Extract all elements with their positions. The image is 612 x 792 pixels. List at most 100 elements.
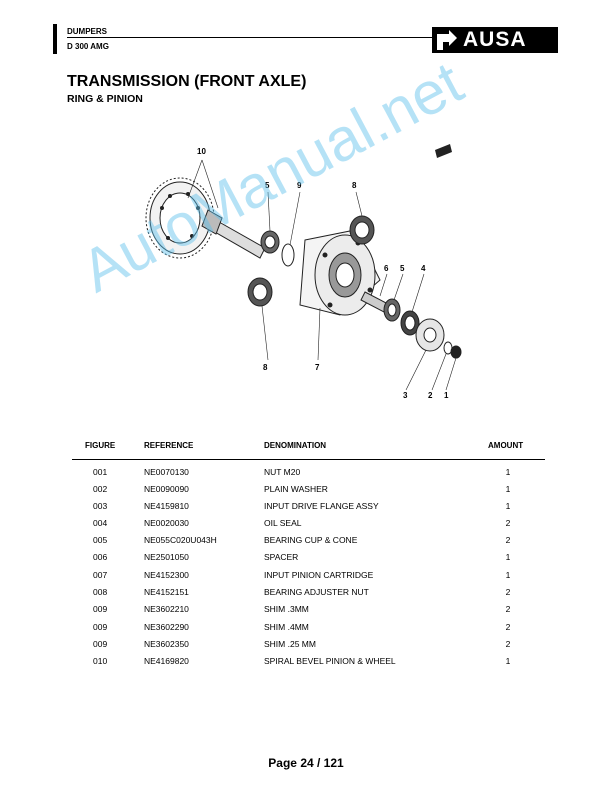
- cell-reference: NE4159810: [144, 501, 189, 511]
- cell-amount: 2: [505, 639, 511, 649]
- bearing-left-part: [260, 230, 280, 254]
- exploded-diagram: 10 5 9 8 6 5 4 8 7 3 2 1: [145, 144, 462, 400]
- shim-part: [281, 243, 295, 267]
- cell-denomination: SPIRAL BEVEL PINION & WHEEL: [264, 656, 396, 666]
- header-divider: [67, 37, 432, 38]
- header-category: DUMPERS: [67, 27, 108, 36]
- callout-label: 8: [263, 363, 268, 372]
- cell-amount: 1: [505, 467, 511, 477]
- view-direction-icon: [435, 144, 452, 158]
- cell-reference: NE3602210: [144, 604, 189, 614]
- callout-label: 3: [403, 391, 408, 400]
- cell-denomination: INPUT PINION CARTRIDGE: [264, 570, 374, 580]
- table-row: 009 NE3602290 SHIM .4MM 2: [0, 622, 612, 639]
- cell-reference: NE4152151: [144, 587, 189, 597]
- cell-figure: 006: [93, 552, 108, 562]
- cell-reference: NE4152300: [144, 570, 189, 580]
- cell-figure: 010: [93, 656, 108, 666]
- cell-denomination: NUT M20: [264, 467, 301, 477]
- callout-label: 8: [352, 181, 357, 190]
- cell-denomination: BEARING CUP & CONE: [264, 535, 358, 545]
- table-divider: [72, 459, 545, 460]
- cell-figure: 009: [93, 622, 108, 632]
- input-flange-part: [415, 318, 445, 352]
- cell-reference: NE4169820: [144, 656, 189, 666]
- page-subtitle: RING & PINION: [67, 93, 143, 105]
- oil-seal-part: [400, 310, 420, 336]
- table-row: 001 NE0070130 NUT M20 1: [0, 467, 612, 484]
- cell-denomination: SPACER: [264, 552, 299, 562]
- callout-label: 5: [400, 264, 405, 273]
- cell-amount: 1: [505, 552, 511, 562]
- cell-denomination: BEARING ADJUSTER NUT: [264, 587, 369, 597]
- cell-reference: NE0090090: [144, 484, 189, 494]
- cell-denomination: SHIM .25 MM: [264, 639, 316, 649]
- header-accent-bar: [53, 24, 57, 54]
- cell-figure: 004: [93, 518, 108, 528]
- cell-amount: 2: [505, 518, 511, 528]
- cell-figure: 002: [93, 484, 108, 494]
- cell-amount: 1: [505, 570, 511, 580]
- cell-reference: NE0020030: [144, 518, 189, 528]
- cell-figure: 005: [93, 535, 108, 545]
- ausa-logo-mark-icon: [437, 30, 457, 50]
- col-header-amount: AMOUNT: [488, 441, 524, 450]
- cell-amount: 2: [505, 604, 511, 614]
- cell-denomination: OIL SEAL: [264, 518, 302, 528]
- callout-label: 10: [197, 147, 206, 156]
- col-header-denomination: DENOMINATION: [264, 441, 327, 450]
- table-row: 007 NE4152300 INPUT PINION CARTRIDGE 1: [0, 570, 612, 587]
- table-row: 006 NE2501050 SPACER 1: [0, 552, 612, 569]
- callout-label: 1: [444, 391, 449, 400]
- cell-figure: 009: [93, 604, 108, 614]
- cell-denomination: PLAIN WASHER: [264, 484, 328, 494]
- nut-part: [450, 345, 462, 359]
- pinion-shaft-part: [201, 209, 266, 259]
- cell-reference: NE3602290: [144, 622, 189, 632]
- cell-reference: NE055C020U043H: [144, 535, 217, 545]
- cell-amount: 1: [505, 501, 511, 511]
- cell-figure: 009: [93, 639, 108, 649]
- cell-reference: NE2501050: [144, 552, 189, 562]
- cell-amount: 2: [505, 622, 511, 632]
- cell-reference: NE0070130: [144, 467, 189, 477]
- table-row: 003 NE4159810 INPUT DRIVE FLANGE ASSY 1: [0, 501, 612, 518]
- col-header-figure: FIGURE: [85, 441, 116, 450]
- cell-figure: 007: [93, 570, 108, 580]
- table-row: 010 NE4169820 SPIRAL BEVEL PINION & WHEE…: [0, 656, 612, 673]
- ring-gear-part: [145, 177, 215, 259]
- col-header-reference: REFERENCE: [144, 441, 194, 450]
- callout-label: 6: [384, 264, 389, 273]
- table-row: 004 NE0020030 OIL SEAL 2: [0, 518, 612, 535]
- cell-figure: 001: [93, 467, 108, 477]
- adjuster-nut-top-part: [349, 215, 375, 245]
- cell-denomination: INPUT DRIVE FLANGE ASSY: [264, 501, 379, 511]
- page-title: TRANSMISSION (FRONT AXLE): [67, 73, 307, 90]
- table-row: 008 NE4152151 BEARING ADJUSTER NUT 2: [0, 587, 612, 604]
- adjuster-nut-bottom-part: [247, 277, 273, 307]
- callout-label: 7: [315, 363, 320, 372]
- cell-denomination: SHIM .4MM: [264, 622, 309, 632]
- callout-label: 5: [265, 181, 270, 190]
- cell-amount: 1: [505, 656, 511, 666]
- table-row: 005 NE055C020U043H BEARING CUP & CONE 2: [0, 535, 612, 552]
- cell-amount: 1: [505, 484, 511, 494]
- cell-amount: 2: [505, 587, 511, 597]
- table-row: 009 NE3602350 SHIM .25 MM 2: [0, 639, 612, 656]
- cell-amount: 2: [505, 535, 511, 545]
- bearing-right-part: [383, 298, 401, 322]
- callout-label: 4: [421, 264, 426, 273]
- ausa-logo: AUSA: [432, 27, 558, 53]
- pinion-cartridge-part: [299, 229, 381, 316]
- table-row: 009 NE3602210 SHIM .3MM 2: [0, 604, 612, 621]
- page-number: Page 24 / 121: [268, 756, 344, 770]
- header-model: D 300 AMG: [67, 42, 109, 51]
- logo-text: AUSA: [463, 28, 527, 51]
- callout-label: 2: [428, 391, 433, 400]
- table-row: 002 NE0090090 PLAIN WASHER 1: [0, 484, 612, 501]
- cell-denomination: SHIM .3MM: [264, 604, 309, 614]
- cell-figure: 008: [93, 587, 108, 597]
- cell-figure: 003: [93, 501, 108, 511]
- cell-reference: NE3602350: [144, 639, 189, 649]
- callout-label: 9: [297, 181, 302, 190]
